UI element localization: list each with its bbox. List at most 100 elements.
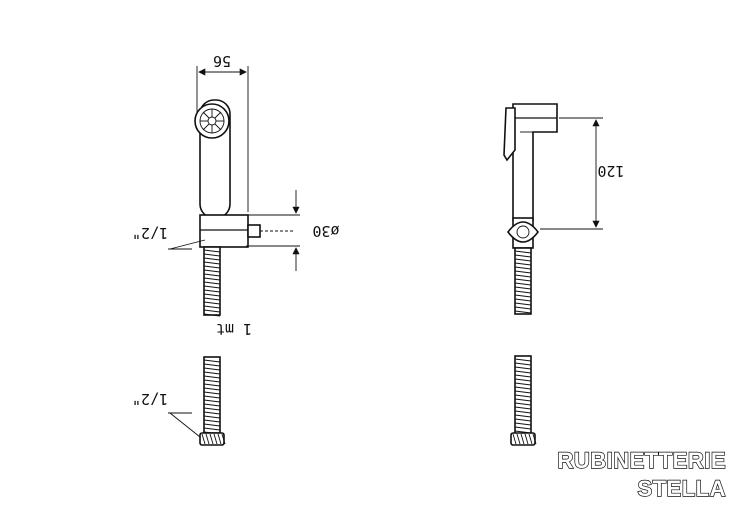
hose-coil <box>514 422 532 426</box>
hose-coil <box>514 394 532 398</box>
hose-coil <box>514 398 532 402</box>
hose-coil <box>514 286 532 290</box>
hose-coil <box>203 281 221 285</box>
hose-lower-side <box>510 355 537 446</box>
hose-lower <box>199 356 226 446</box>
knurl-line <box>213 433 218 445</box>
side-view: 120 <box>503 103 625 446</box>
hose-coil <box>514 374 532 378</box>
hose-coil <box>514 298 532 302</box>
hose-coil <box>203 301 221 305</box>
hose-coil <box>203 411 221 415</box>
thread-lower-label: 1/2" <box>132 390 168 408</box>
hose-coil <box>514 382 532 386</box>
hose-coil <box>203 359 221 363</box>
hose-coil <box>514 266 532 270</box>
hose-coil <box>203 257 221 261</box>
hose-coil <box>514 366 532 370</box>
hose-coil <box>203 297 221 301</box>
hose-coil <box>514 306 532 310</box>
knurl-line <box>512 433 517 445</box>
brand-line-1: RUBINETTERIE <box>557 448 726 473</box>
knurl-line <box>209 433 214 445</box>
knurl-line <box>201 433 206 445</box>
knurl-line <box>524 433 529 445</box>
hose-coil <box>203 261 221 265</box>
hose-upper-side <box>514 247 532 315</box>
hose-coil <box>203 249 221 253</box>
hose-coil <box>514 406 532 410</box>
hose-coil <box>203 313 221 317</box>
hose-coil <box>203 265 221 269</box>
hose-coil <box>514 370 532 374</box>
hose-coil <box>514 302 532 306</box>
hose-coil <box>514 278 532 282</box>
hose-coil <box>514 258 532 262</box>
hose-length-label: 1 mt <box>216 320 252 338</box>
hose-coil <box>203 391 221 395</box>
brand-line-2: STELLA <box>637 476 726 501</box>
spray-head <box>194 99 231 219</box>
knurl-line <box>217 433 222 445</box>
hose-coil <box>514 426 532 430</box>
thread-upper-label: 1/2" <box>132 224 168 242</box>
hose-coil <box>514 410 532 414</box>
hose-coil <box>514 390 532 394</box>
hose-coil <box>514 262 532 266</box>
hose-coil <box>203 387 221 391</box>
hose-coil <box>203 427 221 431</box>
hose-coil <box>514 270 532 274</box>
dim-height-label: 120 <box>597 162 624 180</box>
hose-coil <box>203 277 221 281</box>
hose-coil <box>514 358 532 362</box>
hose-coil <box>514 418 532 422</box>
hose-coil <box>514 290 532 294</box>
hose-coil <box>514 250 532 254</box>
hose-coil <box>203 403 221 407</box>
hose-coil <box>203 395 221 399</box>
hose-coil <box>514 386 532 390</box>
wall-bracket-side <box>506 217 540 249</box>
hose-coil <box>514 294 532 298</box>
knurl-line <box>516 433 521 445</box>
knurl-line <box>528 433 533 445</box>
hose-coil <box>203 375 221 379</box>
hose-coil <box>203 415 221 419</box>
knurl-line <box>205 433 210 445</box>
hose-coil <box>203 273 221 277</box>
hose-coil <box>203 305 221 309</box>
hose-coil <box>203 419 221 423</box>
knurl-line <box>221 433 226 445</box>
hose-coil <box>514 402 532 406</box>
hose-coil <box>203 293 221 297</box>
hose-coil <box>203 383 221 387</box>
hose-upper <box>203 246 221 317</box>
hose-coil <box>514 362 532 366</box>
hose-coil <box>203 253 221 257</box>
hose-coil <box>514 414 532 418</box>
hose-coil <box>514 274 532 278</box>
hose-coil <box>203 285 221 289</box>
hose-coil <box>203 309 221 313</box>
hose-coil <box>514 282 532 286</box>
hose-coil <box>514 254 532 258</box>
hose-coil <box>203 367 221 371</box>
hose-coil <box>203 407 221 411</box>
hose-coil <box>203 399 221 403</box>
hose-coil <box>203 371 221 375</box>
hose-coil <box>203 379 221 383</box>
brand-logo: RUBINETTERIE STELLA <box>557 447 726 501</box>
hose-coil <box>203 289 221 293</box>
dim-width-label: 56 <box>213 52 231 70</box>
hose-coil <box>203 269 221 273</box>
dim-diameter-label: ø30 <box>312 222 339 240</box>
spray-head-side <box>503 103 558 221</box>
knurl-line <box>532 433 537 445</box>
hose-coil <box>514 378 532 382</box>
hose-coil <box>203 363 221 367</box>
front-view: 56 <box>132 52 340 446</box>
hose-coil <box>514 310 532 314</box>
wall-bracket <box>199 214 294 248</box>
hose-coil <box>203 423 221 427</box>
